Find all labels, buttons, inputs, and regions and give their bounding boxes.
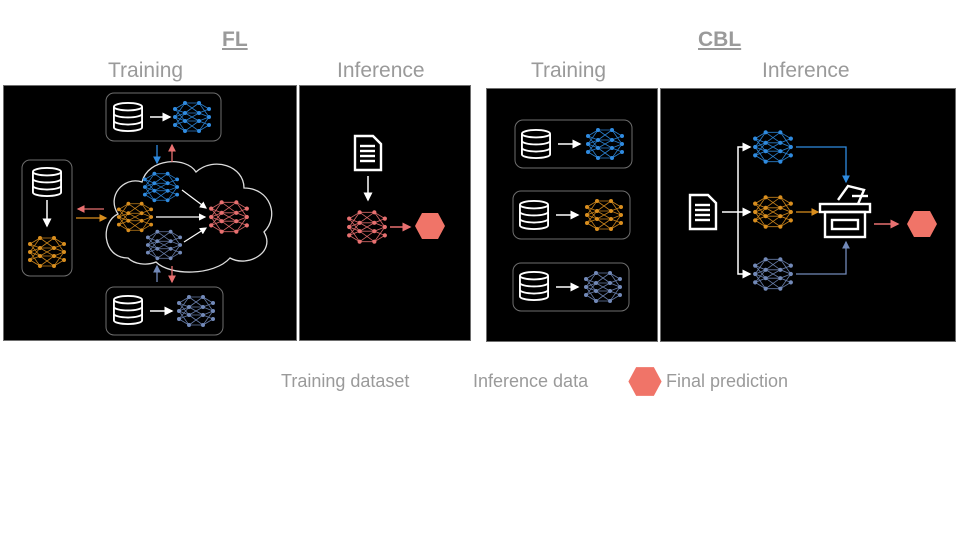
fl-title: FL	[222, 28, 248, 51]
neural-network-icon	[752, 129, 794, 165]
neural-network-icon	[752, 256, 794, 292]
cbl-inference-flow	[688, 129, 937, 292]
fl-inference-panel	[299, 85, 471, 341]
neural-network-icon	[752, 194, 794, 230]
neural-network-icon	[172, 100, 212, 134]
fl-inference-label: Inference	[337, 59, 425, 82]
fl-inference-flow	[346, 134, 445, 245]
neural-network-icon	[208, 199, 250, 235]
cbl-inference-label: Inference	[762, 59, 850, 82]
neural-network-icon	[27, 235, 67, 269]
neural-network-icon	[142, 171, 180, 203]
cbl-client-slate	[512, 262, 630, 312]
database-icon	[112, 102, 144, 132]
cloud-icon	[105, 161, 273, 273]
fl-training-panel	[3, 85, 297, 341]
prediction-hexagon-icon	[907, 211, 937, 237]
cbl-title: CBL	[698, 28, 742, 51]
fl-client-orange	[21, 159, 73, 277]
database-icon	[518, 271, 550, 301]
fl-client-blue	[105, 92, 222, 142]
legend-inference-data: Inference data	[473, 371, 589, 391]
document-icon	[688, 193, 718, 231]
neural-network-icon	[176, 294, 216, 328]
database-icon	[112, 295, 144, 325]
neural-network-icon	[584, 198, 624, 232]
cbl-client-blue	[514, 119, 633, 169]
ballot-box-icon	[818, 184, 872, 239]
cbl-training-label: Training	[531, 59, 607, 82]
neural-network-icon	[145, 229, 183, 261]
legend-prediction-hexagon-icon	[628, 367, 662, 396]
neural-network-icon	[116, 201, 154, 233]
neural-network-icon	[346, 209, 388, 245]
legend-training-dataset: Training dataset	[281, 371, 410, 391]
neural-network-icon	[583, 270, 623, 304]
fl-training-label: Training	[108, 59, 184, 82]
database-icon	[518, 200, 550, 230]
prediction-hexagon-icon	[415, 213, 445, 239]
cbl-client-orange	[512, 190, 631, 240]
document-icon	[353, 134, 383, 172]
legend-final-prediction: Final prediction	[666, 371, 789, 391]
neural-network-icon	[585, 127, 625, 161]
database-icon	[31, 167, 63, 197]
fl-client-slate	[105, 286, 224, 336]
database-icon	[520, 129, 552, 159]
